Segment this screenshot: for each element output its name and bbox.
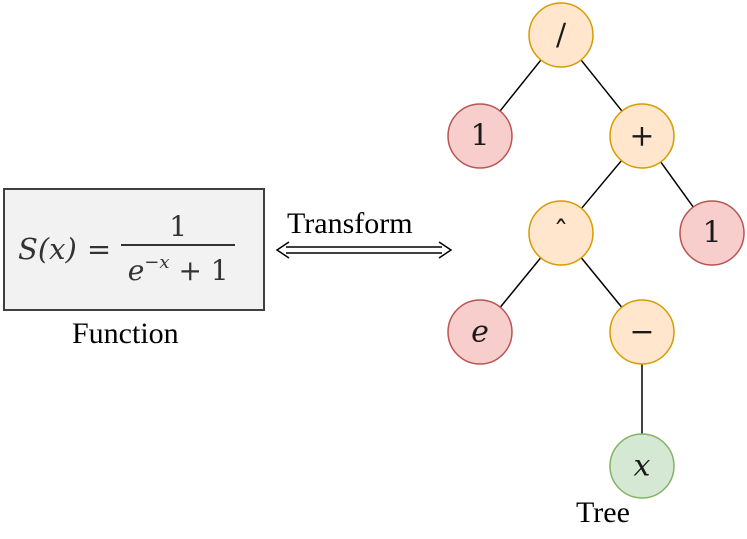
tree-node-one-left: 1 (447, 103, 513, 169)
tree-node-label: / (556, 18, 567, 53)
formula-lhs: S(x) (18, 232, 77, 266)
tree-node-label: e (471, 315, 489, 350)
tree-node-label: x (634, 449, 651, 484)
tree-node-plus: + (609, 103, 675, 169)
tree-node-circle (609, 103, 675, 169)
formula-equals: = (86, 232, 112, 266)
tree-node-circle (447, 299, 513, 365)
tree-node-x-var: x (609, 433, 675, 499)
tree-edge-plus-pow (580, 160, 623, 209)
tree-node-circle (528, 2, 594, 68)
transform-label: Transform (287, 207, 413, 240)
tree-node-root-div: / (528, 2, 594, 68)
tree-node-circle (447, 103, 513, 169)
tree-node-neg: − (609, 299, 675, 365)
tree-node-label: + (629, 119, 654, 154)
tree-edge-plus-one-right (660, 161, 694, 208)
tree-edge-root-div-one-left (499, 59, 542, 112)
tree-edge-pow-neg (580, 257, 623, 308)
tree-node-label: 1 (470, 119, 489, 154)
fraction-bar (121, 244, 236, 246)
sigmoid-formula: S(x) = 1 e−x + 1 (18, 210, 236, 287)
tree-node-circle (528, 200, 594, 266)
tree-node-label: 1 (702, 216, 721, 251)
tree-node-circle (679, 200, 745, 266)
tree-node-label: − (629, 315, 654, 350)
formula-fraction: 1 e−x + 1 (121, 210, 236, 288)
tree-edge-pow-e-const (499, 257, 542, 308)
tree-node-circle (609, 299, 675, 365)
tree-node-label: ˆ (554, 216, 569, 251)
function-label: Function (72, 317, 179, 350)
formula-numerator: 1 (169, 210, 188, 243)
tree-label: Tree (576, 496, 630, 529)
tree-node-pow: ˆ (528, 200, 594, 266)
formula-denominator: e−x + 1 (128, 246, 229, 288)
denominator-base: e (127, 254, 145, 287)
tree-node-circle (609, 433, 675, 499)
tree-edge-root-div-plus (580, 59, 623, 112)
denominator-rest: + 1 (178, 254, 229, 287)
transform-double-arrow (275, 241, 453, 259)
tree-node-one-right: 1 (679, 200, 745, 266)
function-box (3, 188, 265, 311)
tree-node-e-const: e (447, 299, 513, 365)
denominator-exponent: −x (144, 252, 170, 273)
